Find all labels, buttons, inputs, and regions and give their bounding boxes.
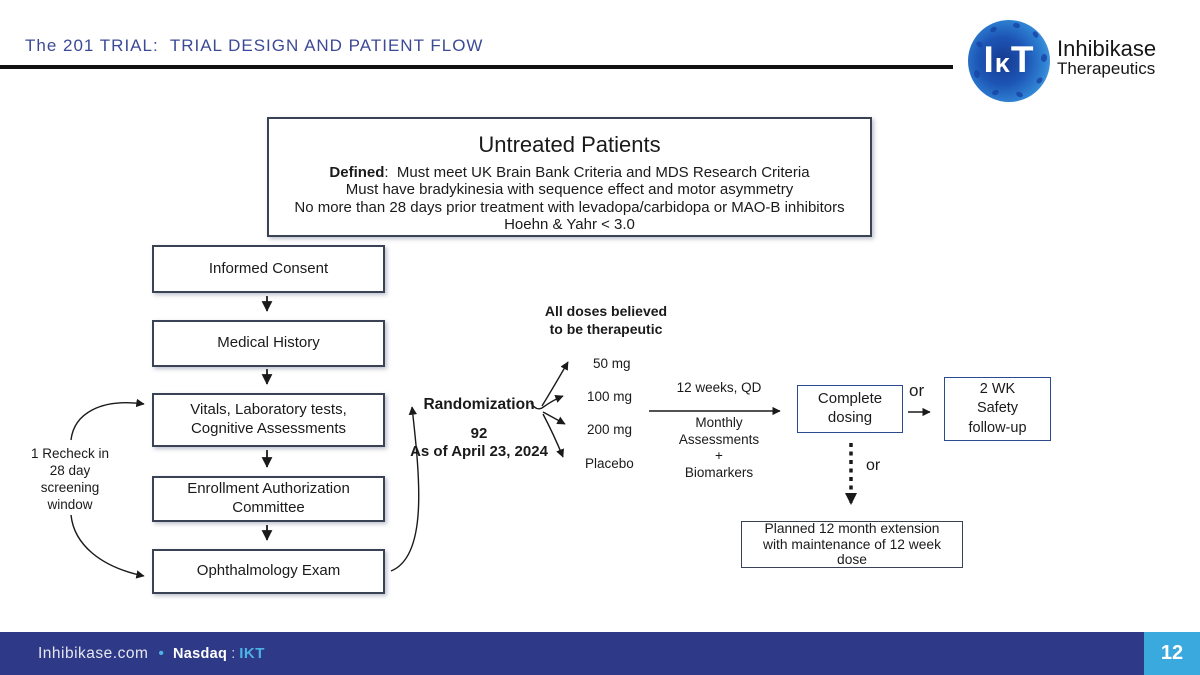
footer-ticker: IKT xyxy=(239,645,265,662)
untreated-criteria-2: Must have bradykinesia with sequence eff… xyxy=(345,181,794,198)
untreated-criteria-3: No more than 28 days prior treatment wit… xyxy=(294,198,845,216)
randomization-label: Randomization xyxy=(423,396,535,413)
footer-website: Inhibikase.com xyxy=(38,644,149,662)
defined-text: : Must meet UK Brain Bank Criteria and M… xyxy=(384,163,810,181)
or-label-right: or xyxy=(909,381,925,400)
step-medical-history: Medical History xyxy=(152,320,385,367)
ikt-logo-icon: IκT xyxy=(968,20,1050,102)
dose-arm-placebo: Placebo xyxy=(585,456,634,471)
logo-letter-i: I xyxy=(983,38,995,80)
company-name-line1: Inhibikase xyxy=(1057,36,1157,61)
logo-dot xyxy=(1040,53,1048,63)
logo-dot xyxy=(1012,22,1021,29)
logo-dot xyxy=(989,25,998,34)
randomization-count: 92 xyxy=(470,425,488,442)
logo-dot xyxy=(991,88,1000,97)
safety-followup-box: 2 WK Safety follow-up xyxy=(944,377,1051,441)
logo-letter-k: κ xyxy=(994,47,1011,78)
footer-exchange: Nasdaq xyxy=(173,645,228,662)
page-number: 12 xyxy=(1160,642,1184,664)
step-vitals-labs-cognitive: Vitals, Laboratory tests, Cognitive Asse… xyxy=(152,393,385,447)
logo-letter-t: T xyxy=(1010,38,1035,80)
defined-label: Defined xyxy=(329,163,385,181)
dose-arm-200mg: 200 mg xyxy=(587,422,633,437)
footer-bullet: • xyxy=(158,644,164,662)
footer-bar: Inhibikase.com • Nasdaq : IKT xyxy=(0,632,1200,675)
logo-dot xyxy=(1015,90,1024,99)
step-ophthalmology-exam: Ophthalmology Exam xyxy=(152,549,385,594)
logo-dot xyxy=(1031,30,1040,39)
logo-dot xyxy=(973,69,981,79)
or-label-down: or xyxy=(866,457,881,474)
doses-note: All doses believed to be therapeutic xyxy=(544,303,668,337)
footer-colon: : xyxy=(231,645,236,662)
complete-dosing-box: Complete dosing xyxy=(797,385,903,433)
arrow-recheck-to-ophthalmology xyxy=(70,514,145,579)
step-informed-consent: Informed Consent xyxy=(152,245,385,293)
randomization-date: As of April 23, 2024 xyxy=(410,443,548,460)
randomization-block: Randomization 92 As of April 23, 2024 xyxy=(403,396,555,460)
logo-dot xyxy=(975,40,984,49)
step-enrollment-committee: Enrollment Authorization Committee xyxy=(152,476,385,522)
untreated-criteria-1: Defined: Must meet UK Brain Bank Criteri… xyxy=(269,164,870,182)
dose-arm-100mg: 100 mg xyxy=(587,389,633,404)
company-name: Inhibikase Therapeutics xyxy=(1057,37,1156,78)
untreated-title: Untreated Patients xyxy=(478,132,661,157)
logo-dot xyxy=(1035,76,1044,85)
slide-title: The 201 TRIAL: TRIAL DESIGN AND PATIENT … xyxy=(25,36,484,55)
title-divider xyxy=(0,65,953,69)
untreated-criteria-4: Hoehn & Yahr < 3.0 xyxy=(504,216,635,233)
recheck-note: 1 Recheck in 28 day screening window xyxy=(30,446,110,512)
untreated-patients-box: Untreated Patients Defined: Must meet UK… xyxy=(267,117,872,237)
extension-box: Planned 12 month extension with maintena… xyxy=(741,521,963,568)
logo-monogram: IκT xyxy=(984,41,1035,78)
company-name-line2: Therapeutics xyxy=(1057,59,1156,79)
page-number-box: 12 xyxy=(1144,632,1200,675)
dose-arm-50mg: 50 mg xyxy=(593,356,631,371)
arrow-recheck-to-vitals xyxy=(70,398,145,441)
treatment-monitoring: Monthly Assessments + Biomarkers xyxy=(678,415,760,480)
treatment-duration: 12 weeks, QD xyxy=(676,380,762,395)
